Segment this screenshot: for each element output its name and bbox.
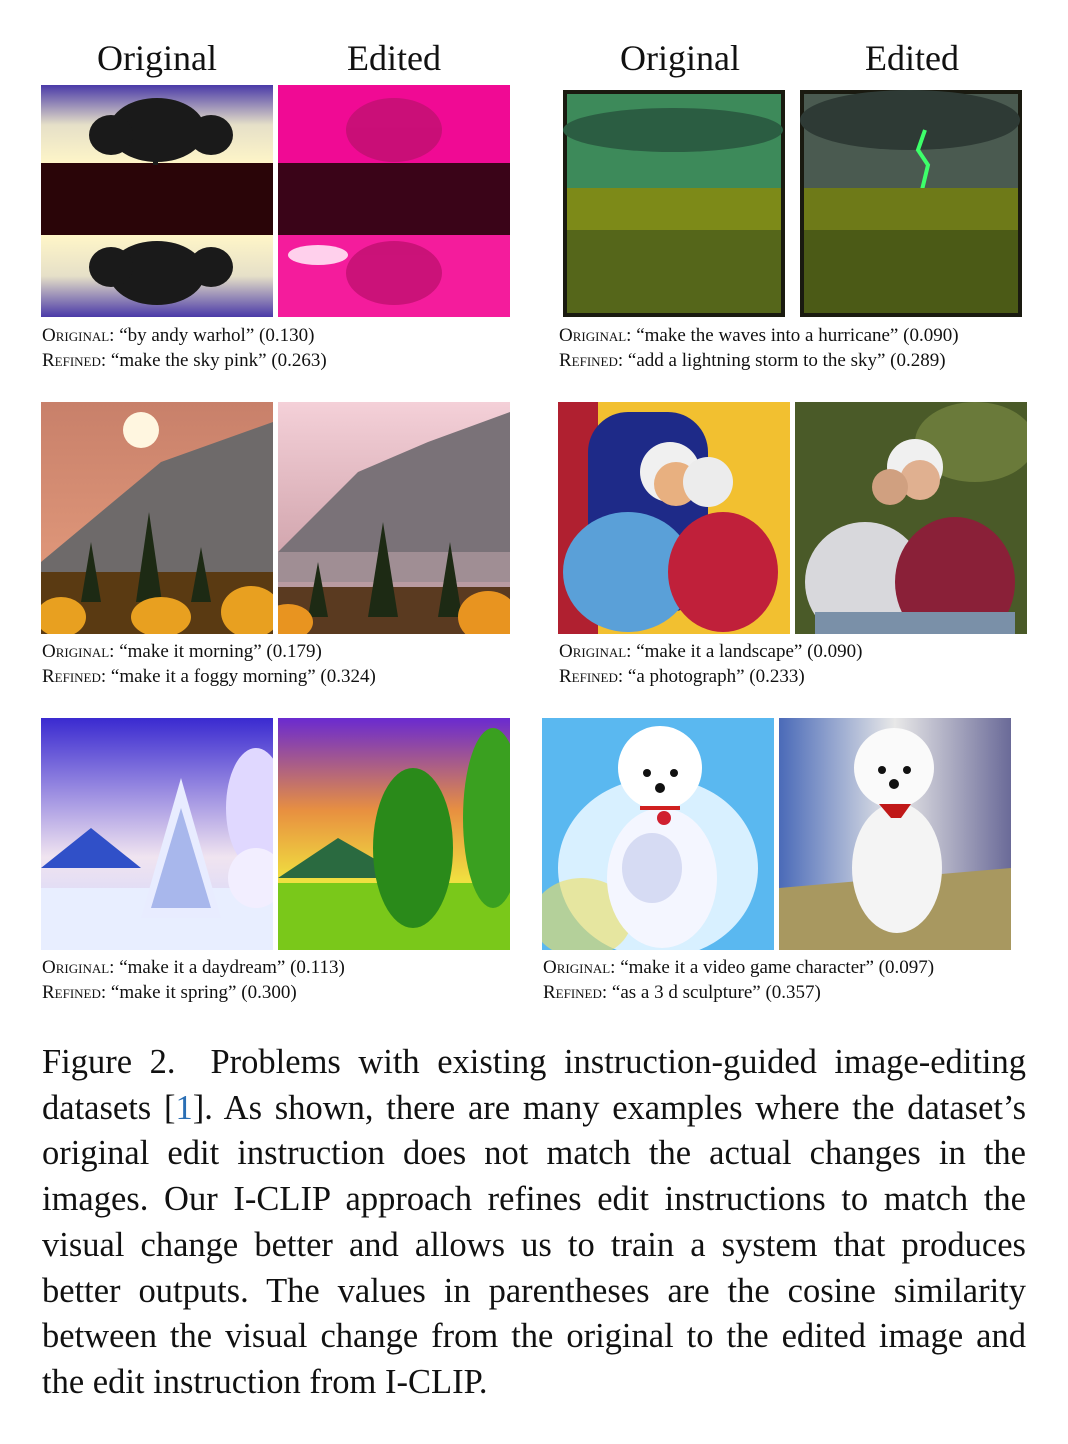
caption-2-original-key: Original: xyxy=(559,325,632,346)
caption-4-refined-key: Refined: xyxy=(559,666,624,687)
caption-4: Original: “make it a landscape” (0.090) … xyxy=(559,639,863,689)
caption-3-refined: “make it a foggy morning” (0.324) xyxy=(110,666,376,687)
caption-3-original: “make it morning” (0.179) xyxy=(119,641,322,662)
caption-5-refined-key: Refined: xyxy=(42,982,107,1003)
caption-1: Original: “by andy warhol” (0.130) Refin… xyxy=(42,323,327,373)
caption-2: Original: “make the waves into a hurrica… xyxy=(559,323,959,373)
caption-4-refined: “a photograph” (0.233) xyxy=(627,666,805,687)
caption-6-refined: “as a 3 d sculpture” (0.357) xyxy=(611,982,821,1003)
caption-5: Original: “make it a daydream” (0.113) R… xyxy=(42,955,345,1005)
image-trees-edited xyxy=(278,85,510,317)
caption-1-original-key: Original: xyxy=(42,325,115,346)
figure-caption-text-b: ]. As shown, there are many examples whe… xyxy=(42,1088,1026,1401)
caption-6-original-key: Original: xyxy=(543,957,616,978)
image-poodle-original xyxy=(542,718,774,950)
caption-1-refined: “make the sky pink” (0.263) xyxy=(110,350,327,371)
caption-2-refined: “add a lightning storm to the sky” (0.28… xyxy=(627,350,946,371)
caption-2-refined-key: Refined: xyxy=(559,350,624,371)
caption-3-original-key: Original: xyxy=(42,641,115,662)
header-left-original: Original xyxy=(97,38,217,78)
figure-label: Figure 2. xyxy=(42,1043,176,1081)
header-left-edited: Edited xyxy=(347,38,441,78)
caption-2-original: “make the waves into a hurricane” (0.090… xyxy=(636,325,959,346)
caption-4-original: “make it a landscape” (0.090) xyxy=(636,641,863,662)
caption-5-original-key: Original: xyxy=(42,957,115,978)
caption-1-refined-key: Refined: xyxy=(42,350,107,371)
image-women-original xyxy=(558,402,790,634)
citation-link[interactable]: 1 xyxy=(175,1088,193,1127)
image-field-original xyxy=(563,90,785,317)
image-poodle-edited xyxy=(779,718,1011,950)
figure-caption-text-a: Problems with existing instruction-guide… xyxy=(42,1043,1027,1127)
image-trees-original xyxy=(41,85,273,317)
caption-3: Original: “make it morning” (0.179) Refi… xyxy=(42,639,376,689)
header-right-original: Original xyxy=(620,38,740,78)
figure-caption: Figure 2. Problems with existing instruc… xyxy=(42,1040,1026,1406)
image-spring-edited xyxy=(278,718,510,950)
image-snow-original xyxy=(41,718,273,950)
header-right-edited: Edited xyxy=(865,38,959,78)
caption-4-original-key: Original: xyxy=(559,641,632,662)
image-mountain-edited xyxy=(278,402,510,634)
image-women-edited xyxy=(795,402,1027,634)
caption-6-original: “make it a video game character” (0.097) xyxy=(620,957,935,978)
image-mountain-original xyxy=(41,402,273,634)
caption-5-original: “make it a daydream” (0.113) xyxy=(119,957,345,978)
caption-6: Original: “make it a video game characte… xyxy=(543,955,934,1005)
caption-5-refined: “make it spring” (0.300) xyxy=(110,982,297,1003)
image-field-edited xyxy=(800,90,1022,317)
caption-6-refined-key: Refined: xyxy=(543,982,608,1003)
caption-3-refined-key: Refined: xyxy=(42,666,107,687)
caption-1-original: “by andy warhol” (0.130) xyxy=(119,325,315,346)
